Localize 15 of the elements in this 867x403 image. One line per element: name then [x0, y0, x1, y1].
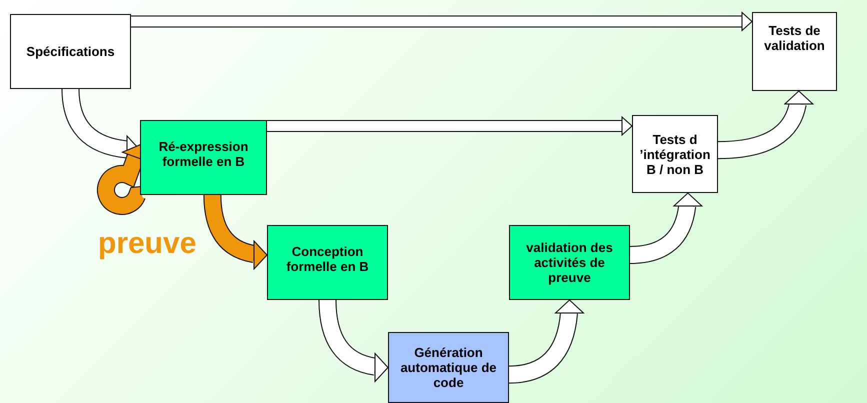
- box-label: Tests de validation: [763, 23, 826, 53]
- process-box: [632, 115, 718, 193]
- box-label: Génération automatique de code: [399, 345, 498, 390]
- process-box: [388, 332, 509, 403]
- box-label: Ré-expression formelle en B: [158, 139, 250, 169]
- box-label: Conception formelle en B: [285, 244, 370, 274]
- box-label: Tests d ’intégration B / non B: [638, 132, 712, 176]
- process-box: [10, 14, 131, 89]
- edge-label: preuve: [98, 228, 196, 260]
- box-label: Spécifications: [26, 44, 115, 59]
- process-box: [140, 120, 267, 195]
- process-box: [267, 225, 388, 300]
- process-box: [752, 12, 837, 91]
- process-box: [509, 225, 630, 300]
- box-label: validation des activités de preuve: [525, 240, 614, 285]
